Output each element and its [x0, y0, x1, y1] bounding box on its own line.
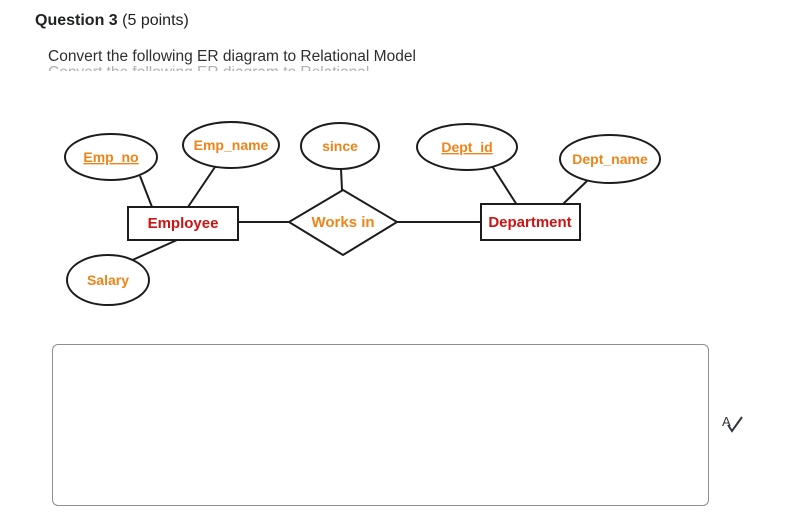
question-number: Question 3: [35, 12, 118, 29]
relationship-works-in-label: Works in: [311, 214, 374, 231]
attribute-dept-id-ellipse: [416, 123, 518, 171]
attribute-salary-ellipse: [66, 254, 150, 306]
entity-employee-label: Employee: [148, 215, 219, 232]
accessibility-check-letter: A: [722, 414, 731, 429]
question-points: (5 points): [122, 12, 189, 29]
attribute-emp-name-ellipse: [182, 121, 280, 169]
connector-empname-employee: [187, 166, 216, 208]
attribute-since-label: since: [322, 138, 358, 154]
attribute-dept-name-label: Dept_name: [572, 151, 648, 167]
question-instruction: Convert the following ER diagram to Rela…: [48, 48, 416, 65]
entity-department-box: [480, 203, 581, 241]
accessibility-check-icon[interactable]: A: [718, 410, 746, 436]
accessibility-check-mark: [727, 416, 743, 433]
attribute-emp-no-ellipse: [64, 133, 158, 181]
connector-deptname-department: [561, 180, 588, 206]
connector-deptid-department: [491, 165, 518, 206]
answer-text-area[interactable]: [52, 344, 709, 506]
attribute-salary-label: Salary: [87, 272, 129, 288]
attribute-dept-id-label: Dept_id: [441, 139, 492, 155]
attribute-emp-no-label: Emp_no: [83, 149, 138, 165]
connector-since-worksin: [340, 168, 343, 191]
attribute-emp-name-label: Emp_name: [194, 137, 269, 153]
entity-employee-box: [127, 206, 239, 241]
attribute-dept-name-ellipse: [559, 134, 661, 184]
connector-empno-employee: [139, 175, 153, 208]
attribute-since-ellipse: [300, 122, 380, 170]
question-title: Question 3 (5 points): [35, 12, 189, 30]
relationship-works-in-diamond: [287, 188, 399, 257]
connector-employee-salary: [127, 239, 178, 263]
entity-department-label: Department: [488, 214, 571, 231]
clipped-text-line: Convert the following ER diagram to Rela…: [48, 66, 378, 71]
